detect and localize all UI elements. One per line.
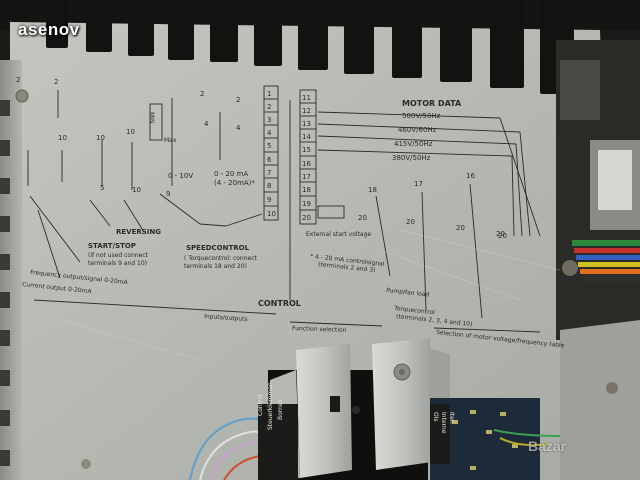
terminal-number: 13 bbox=[302, 120, 311, 128]
range-0-10v: 0 - 10V bbox=[168, 172, 193, 180]
motor-data-row: 460V/60Hz bbox=[398, 126, 437, 134]
wire-number: 2 bbox=[236, 96, 240, 104]
label-card-line: Steuerklemmen bbox=[267, 382, 274, 430]
external-start-label: External start voltage bbox=[306, 231, 371, 238]
label-card-line: Control bbox=[257, 394, 264, 416]
label-card-line: Bornes bbox=[277, 399, 284, 420]
range-0-20ma: 0 - 20 mA bbox=[214, 170, 248, 178]
motor-data-row: 500V/50Hz bbox=[402, 112, 441, 120]
start-stop-label: START/STOP bbox=[88, 242, 136, 250]
speedcontrol-note: ( Torquecontrol: connect bbox=[184, 255, 258, 262]
motor-data-row: 415V/50Hz bbox=[394, 140, 433, 148]
terminal-number: 8 bbox=[267, 182, 271, 190]
motor-data-row: 380V/50Hz bbox=[392, 154, 431, 162]
terminal-number: 5 bbox=[267, 142, 271, 150]
terminal-number: 15 bbox=[302, 146, 311, 154]
ventilation-slots bbox=[46, 0, 574, 94]
wire-number: 20 bbox=[358, 214, 367, 222]
max-label: Max bbox=[164, 137, 177, 144]
speedcontrol-label: SPEEDCONTROL bbox=[186, 244, 250, 252]
start-stop-note: terminals 9 and 10) bbox=[88, 260, 147, 267]
terminal-number: 2 bbox=[267, 103, 271, 111]
terminal-number: 4 bbox=[267, 129, 272, 137]
control-title: CONTROL bbox=[258, 299, 301, 308]
terminal-number: 19 bbox=[302, 200, 311, 208]
terminal-number: 17 bbox=[302, 173, 311, 181]
wire-number: 18 bbox=[368, 186, 377, 194]
wire-number: 4 bbox=[236, 124, 241, 132]
wire-number: 2 bbox=[54, 78, 58, 86]
wire-number: 20 bbox=[456, 224, 465, 232]
metal-plate bbox=[10, 22, 612, 480]
reversing-label: REVERSING bbox=[116, 228, 161, 236]
wire-number: 20 bbox=[496, 230, 505, 238]
wire-number: 10 bbox=[96, 134, 105, 142]
terminal-number: 1 bbox=[267, 90, 271, 98]
wire-number: 2 bbox=[200, 90, 204, 98]
terminal-number: 18 bbox=[302, 186, 311, 194]
wire-number: 5 bbox=[100, 184, 104, 192]
label-card-line: Iten bbox=[448, 412, 455, 424]
label-card-line: Ols bbox=[432, 412, 439, 422]
label-card-line: Interne bbox=[440, 412, 447, 434]
wire-number: 20 bbox=[498, 232, 507, 240]
function-selection-label: Function selection bbox=[292, 325, 347, 334]
terminal-number: 16 bbox=[302, 160, 311, 168]
terminal-number: 3 bbox=[267, 116, 271, 124]
wire-number: 9 bbox=[166, 190, 170, 198]
wire-number: 10 bbox=[132, 186, 141, 194]
torquecontrol-label: Torquecontrol bbox=[393, 305, 436, 316]
wire-number: 17 bbox=[414, 180, 423, 188]
start-stop-note: (if not used connect bbox=[88, 252, 149, 259]
watermark-bazar: Bazar bbox=[528, 438, 567, 454]
pump-fan-label: Pump/fan load bbox=[386, 287, 430, 299]
terminal-number: 9 bbox=[267, 196, 271, 204]
terminal-number: 10 bbox=[267, 210, 276, 218]
wire-number: 20 bbox=[406, 218, 415, 226]
terminal-number: 11 bbox=[302, 94, 311, 102]
range-4-20ma: (4 - 20mA)* bbox=[214, 179, 255, 187]
wire-number: 2 bbox=[16, 76, 20, 84]
terminal-number: 20 bbox=[302, 214, 311, 222]
wire-number: 10 bbox=[126, 128, 135, 136]
speedcontrol-note: terminals 18 and 20) bbox=[184, 263, 247, 270]
terminal-label-card: Control Steuerklemmen Bornes Ols Interne… bbox=[257, 382, 455, 480]
terminal-number: 12 bbox=[302, 107, 311, 115]
inputs-outputs-label: Inputs/outputs bbox=[204, 313, 248, 323]
right-wiring-opening bbox=[556, 40, 640, 340]
watermark: asenov bbox=[18, 20, 80, 39]
wire-number: 10 bbox=[58, 134, 67, 142]
motor-data-title: MOTOR DATA bbox=[402, 99, 462, 108]
wire-number: 16 bbox=[466, 172, 475, 180]
min-label: MIN bbox=[148, 112, 155, 123]
wire-number: 4 bbox=[204, 120, 209, 128]
terminal-number: 7 bbox=[267, 169, 271, 177]
terminal-number: 6 bbox=[267, 156, 272, 164]
terminal-number: 14 bbox=[302, 133, 311, 141]
